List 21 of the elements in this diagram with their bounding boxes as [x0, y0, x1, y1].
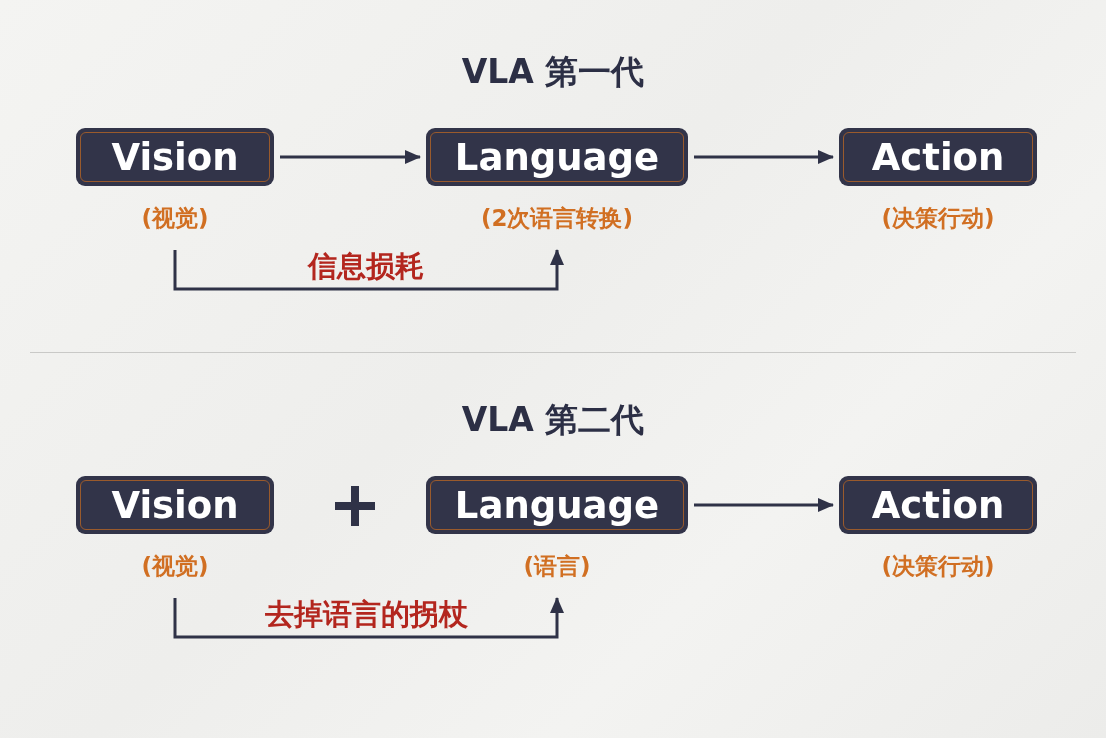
- process-box: Action: [839, 128, 1037, 186]
- node-caption: (视觉): [141, 552, 209, 581]
- edge-label: 信息损耗: [308, 248, 424, 284]
- process-box: Language: [426, 476, 688, 534]
- arrow: [694, 498, 834, 512]
- arrow: [694, 150, 834, 164]
- process-box: Action: [839, 476, 1037, 534]
- elbow-arrow: [173, 249, 564, 291]
- edge-label: 去掉语言的拐杖: [264, 596, 468, 632]
- process-box: Vision: [76, 128, 274, 186]
- process-box: Language: [426, 128, 688, 186]
- arrow: [280, 150, 421, 164]
- section-heading: VLA 第二代: [461, 400, 645, 439]
- node-caption: (2次语言转换): [481, 204, 633, 233]
- node-caption: (决策行动): [881, 204, 995, 233]
- section-heading: VLA 第一代: [461, 52, 645, 91]
- elbow-arrow: [173, 597, 564, 639]
- node-caption: (语言): [523, 552, 591, 581]
- node-caption: (视觉): [141, 204, 209, 233]
- process-box: Vision: [76, 476, 274, 534]
- node-caption: (决策行动): [881, 552, 995, 581]
